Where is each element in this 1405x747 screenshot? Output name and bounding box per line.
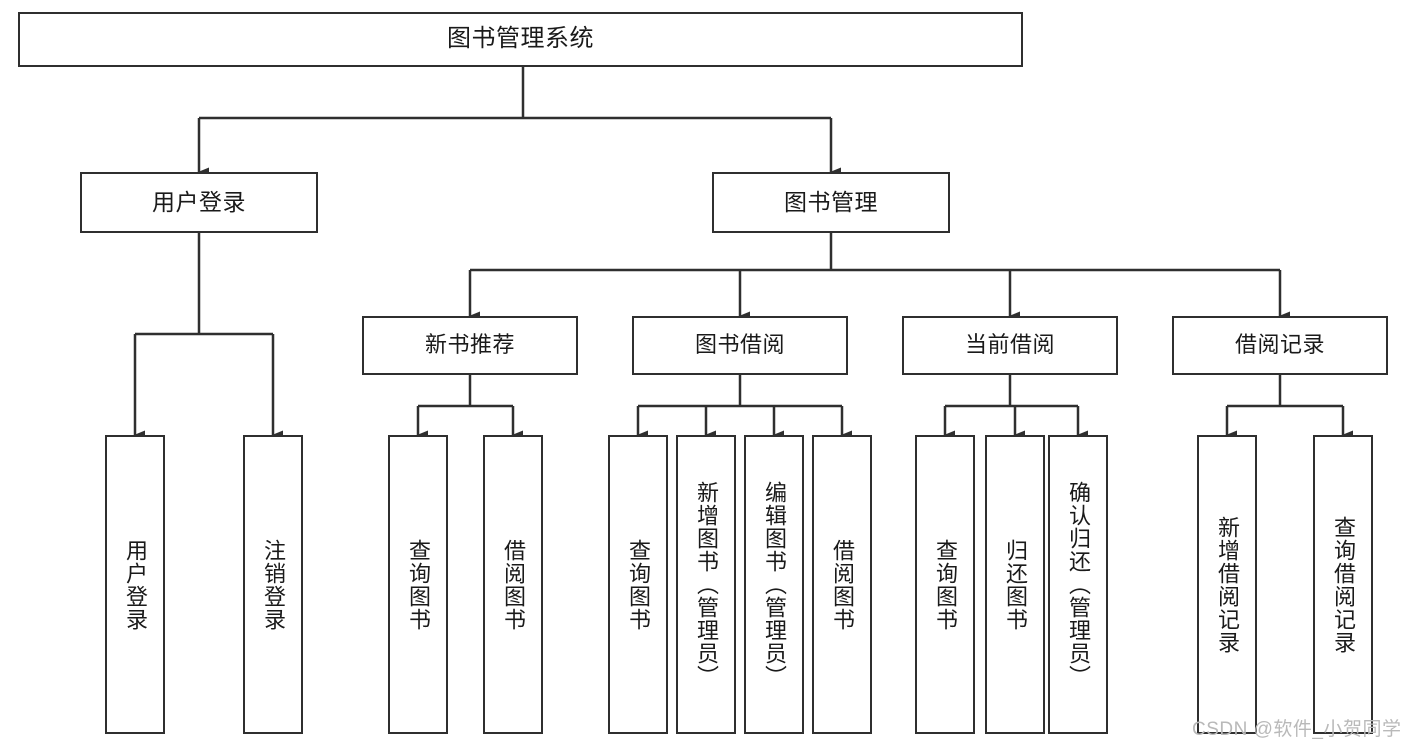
node-current[interactable]: 当前借阅 (902, 316, 1118, 375)
node-l-conf[interactable]: 确认归还（管理员） (1048, 435, 1108, 734)
node-records[interactable]: 借阅记录 (1172, 316, 1388, 375)
node-newbooks[interactable]: 新书推荐 (362, 316, 578, 375)
node-l-qrec[interactable]: 查询借阅记录 (1313, 435, 1373, 734)
node-label: 新增借阅记录 (1215, 515, 1240, 654)
node-label: 借阅图书 (830, 538, 855, 631)
node-l-login[interactable]: 用户登录 (105, 435, 165, 734)
node-label: 用户登录 (123, 538, 148, 631)
node-label: 查询图书 (406, 538, 431, 631)
node-label: 当前借阅 (964, 332, 1055, 358)
node-label: 查询图书 (933, 538, 958, 631)
csdn-watermark: CSDN @软件_小贺同学 (1192, 719, 1402, 740)
node-l-q1[interactable]: 查询图书 (388, 435, 448, 734)
node-l-edit[interactable]: 编辑图书（管理员） (744, 435, 804, 734)
node-bookmgmt[interactable]: 图书管理 (712, 172, 950, 233)
node-l-logout[interactable]: 注销登录 (243, 435, 303, 734)
node-borrow[interactable]: 图书借阅 (632, 316, 848, 375)
node-l-b2[interactable]: 借阅图书 (812, 435, 872, 734)
node-label: 图书管理 (784, 188, 878, 215)
node-label: 查询图书 (626, 538, 651, 631)
node-label: 图书管理系统 (447, 25, 594, 53)
connector-group (133, 67, 1353, 440)
node-l-q3[interactable]: 查询图书 (915, 435, 975, 734)
node-label: 新书推荐 (424, 332, 515, 358)
node-label: 图书借阅 (694, 332, 785, 358)
node-l-add[interactable]: 新增图书（管理员） (676, 435, 736, 734)
node-label: 借阅记录 (1234, 332, 1325, 358)
node-label: 借阅图书 (501, 538, 526, 631)
node-l-addrec[interactable]: 新增借阅记录 (1197, 435, 1257, 734)
node-label: 用户登录 (152, 188, 246, 215)
node-l-q2[interactable]: 查询图书 (608, 435, 668, 734)
node-l-ret[interactable]: 归还图书 (985, 435, 1045, 734)
node-login[interactable]: 用户登录 (80, 172, 318, 233)
node-root[interactable]: 图书管理系统 (18, 12, 1023, 67)
node-label: 确认归还（管理员） (1066, 481, 1091, 688)
node-label: 归还图书 (1003, 538, 1028, 631)
node-label: 新增图书（管理员） (694, 481, 719, 688)
node-label: 编辑图书（管理员） (762, 481, 787, 688)
node-label: 注销登录 (261, 538, 286, 631)
node-l-b1[interactable]: 借阅图书 (483, 435, 543, 734)
node-label: 查询借阅记录 (1331, 515, 1356, 654)
